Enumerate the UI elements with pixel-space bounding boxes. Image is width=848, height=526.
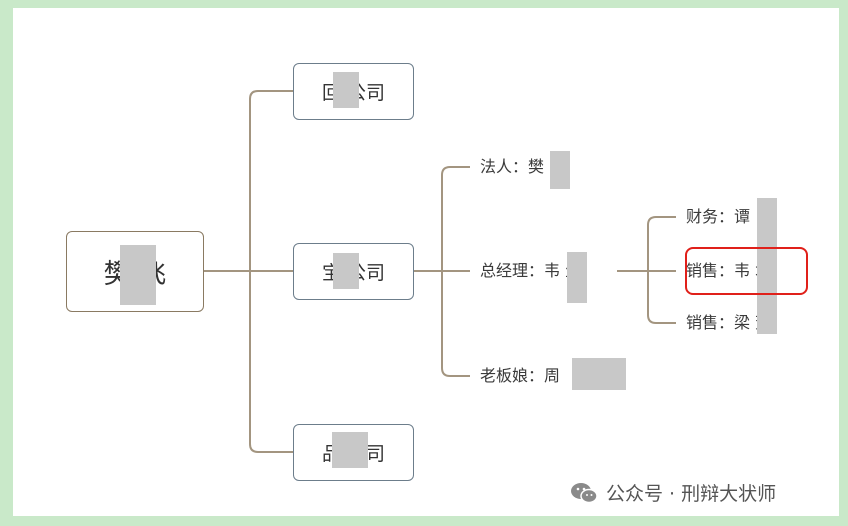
redaction-mask <box>567 252 587 303</box>
staff-finance: 财务：谭 甲 <box>686 207 772 226</box>
role-general-manager: 总经理：韦 生 <box>480 261 582 280</box>
redaction-mask <box>333 253 359 289</box>
redaction-mask <box>757 198 777 334</box>
redaction-mask <box>572 358 626 390</box>
staff-sales: 销售：梁 芳 <box>686 313 772 332</box>
redaction-mask <box>550 151 570 189</box>
role-legal-rep: 法人：樊 军 <box>480 157 566 176</box>
redaction-mask <box>120 245 156 305</box>
highlight-box <box>685 247 808 295</box>
staff-sales-highlighted: 销售：韦 城 <box>686 261 772 280</box>
wechat-icon <box>571 482 598 503</box>
redaction-mask <box>332 432 368 468</box>
redaction-mask <box>333 72 359 108</box>
watermark-text: 公众号 · 刑辩大状师 <box>606 483 777 505</box>
watermark: 公众号 · 刑辩大状师 <box>570 479 776 506</box>
role-boss-wife: 老板娘：周 <box>480 366 561 385</box>
